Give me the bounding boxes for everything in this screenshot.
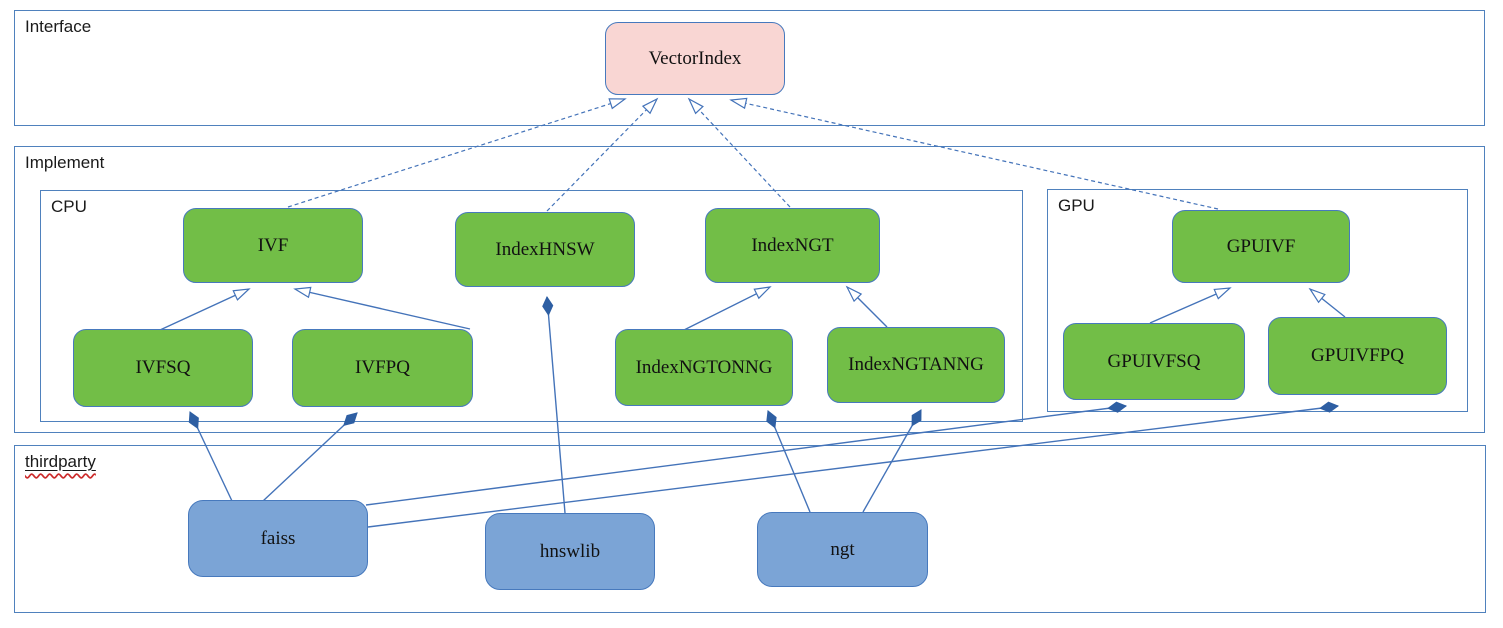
container-label-cpu: CPU	[51, 197, 87, 216]
spellcheck-squiggle: thirdparty	[25, 452, 96, 471]
node-ngt: ngt	[757, 512, 928, 587]
node-ivfpq: IVFPQ	[292, 329, 473, 407]
node-gpuivfsq: GPUIVFSQ	[1063, 323, 1245, 400]
node-indexngtanng: IndexNGTANNG	[827, 327, 1005, 403]
node-hnswlib: hnswlib	[485, 513, 655, 590]
node-vectorindex: VectorIndex	[605, 22, 785, 95]
node-indexhnsw: IndexHNSW	[455, 212, 635, 287]
node-faiss: faiss	[188, 500, 368, 577]
node-indexngtonng: IndexNGTONNG	[615, 329, 793, 406]
node-gpuivfpq: GPUIVFPQ	[1268, 317, 1447, 395]
container-label-gpu: GPU	[1058, 196, 1095, 215]
node-gpuivf: GPUIVF	[1172, 210, 1350, 283]
node-ivfsq: IVFSQ	[73, 329, 253, 407]
node-indexngt: IndexNGT	[705, 208, 880, 283]
container-label-implement: Implement	[25, 153, 105, 172]
container-label-interface: Interface	[25, 17, 92, 36]
container-label-thirdparty: thirdparty	[25, 452, 96, 472]
node-ivf: IVF	[183, 208, 363, 283]
